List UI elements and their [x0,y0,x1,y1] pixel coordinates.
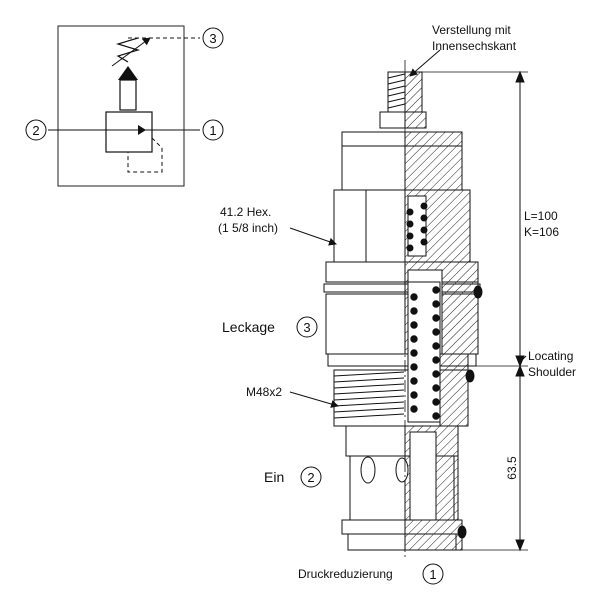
valve-envelope [105,111,153,153]
pilot-line [127,137,163,173]
spring-icon [115,37,141,63]
seal-3 [457,525,467,539]
hydraulic-symbol: 3 2 1 [25,25,224,187]
cartridge-valve [323,60,483,560]
reduced-label: Druckreduzierung [298,567,393,581]
lock-nut-section [404,111,427,129]
thread-label: M48x2 [246,385,282,399]
shoulder-label-line1: Locating [528,349,573,363]
dim-arrow-shoulder-down [515,364,525,377]
hex-label-line1: 41.2 Hex. [220,205,271,219]
port-3-circle [202,27,224,49]
inlet-port-hole-2 [395,457,409,483]
reduced-port-label: 1 [429,567,436,582]
port-2-label: 2 [32,123,39,138]
dimensions [422,70,528,552]
flow-arrow-icon [138,125,146,135]
thread-lines [333,371,405,419]
reduced-port-circle [422,563,444,585]
dim-arrow-top [515,70,525,83]
thread-leader [289,391,339,408]
length-k-label: K=106 [524,225,559,239]
adjust-label-line2: Innensechskant [432,39,517,53]
screw-section [404,71,423,115]
adjust-leader [409,49,441,77]
length-l-label: L=100 [524,209,558,223]
inlet-port-label: 2 [307,470,314,485]
leakage-label: Leckage [222,319,275,335]
dim-lower-label: 63.5 [505,456,519,480]
spool-bore [409,431,437,521]
hex-label-line2: (1 5/8 inch) [218,221,278,235]
main-spring-icon [410,286,440,420]
thread-section-cut [439,353,469,427]
dim-arrow-bottom [515,539,525,552]
adjust-arrow-icon [111,37,151,67]
dim-arrow-shoulder-up [515,355,525,368]
screw-threads [387,73,406,109]
adjust-label-line1: Verstellung mit [432,23,511,37]
hex-leader [289,227,337,246]
piston-rect [119,79,137,111]
port-1-label: 1 [209,123,216,138]
inlet-port-hole [360,456,376,484]
shoulder-label-line2: Shoulder [528,365,576,379]
valve-triangle-icon [118,66,138,80]
upper-spring-icon [406,202,428,252]
port-3-label: 3 [209,31,216,46]
port-2-circle [25,119,47,141]
bonnet-section [404,131,463,191]
bottom-section [404,519,463,551]
inlet-port-circle [300,466,322,488]
seal-1 [473,285,483,299]
leakage-port-circle [296,316,318,338]
leaders [289,49,527,408]
leakage-port-label: 3 [303,320,310,335]
symbol-frame [57,25,185,187]
shoulder-leader [519,355,527,363]
inlet-label: Ein [264,469,284,485]
port-1-circle [202,119,224,141]
seal-2 [465,369,475,383]
